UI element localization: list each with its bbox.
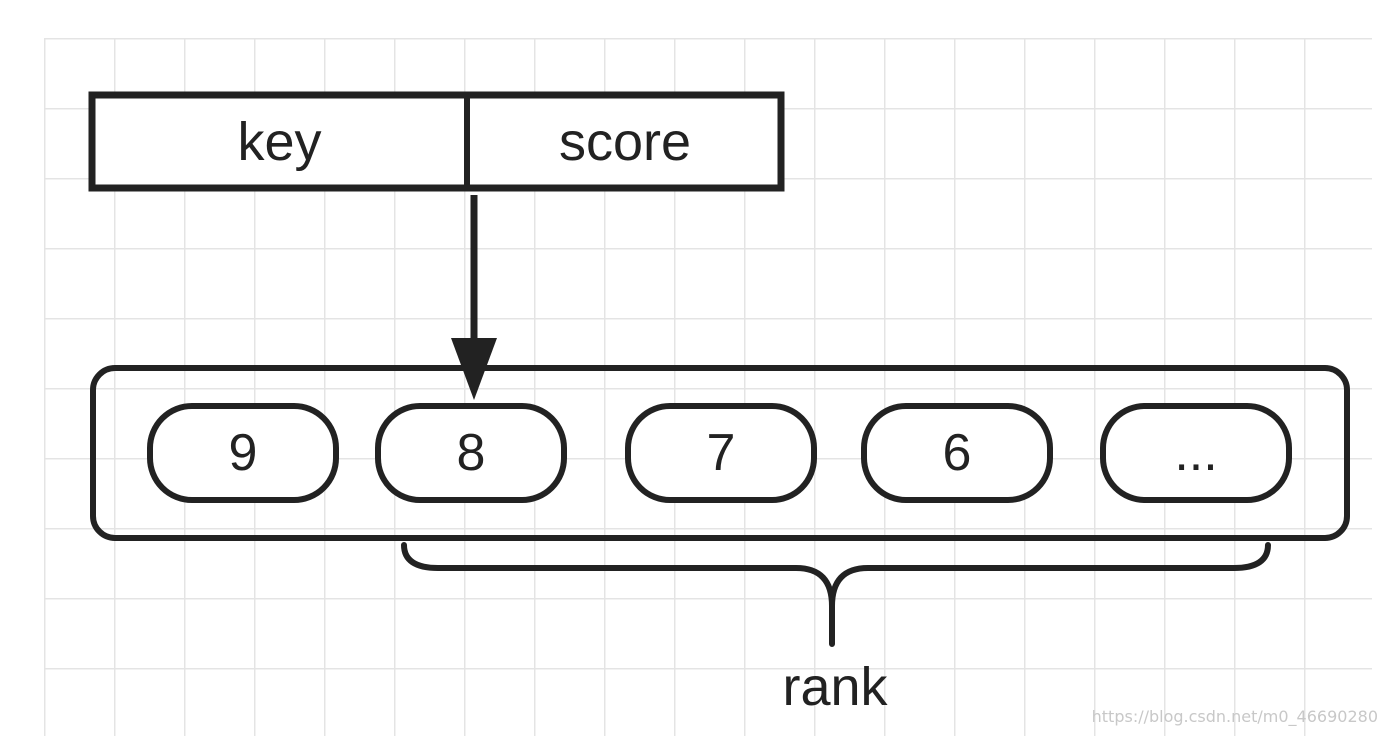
score-label: score [558, 111, 692, 172]
record-box [88, 91, 785, 192]
member-pill-9 [147, 403, 339, 503]
member-pill-7 [625, 403, 817, 503]
rank-label: rank [782, 657, 888, 717]
member-pill-6 [861, 403, 1053, 503]
member-pill-8 [375, 403, 567, 503]
sorted-set-container [90, 365, 1350, 541]
key-label: key [237, 111, 322, 172]
watermark-url: https://blog.csdn.net/m0_46690280 [1091, 707, 1378, 726]
member-label: 6 [942, 424, 972, 482]
member-pills [147, 403, 1292, 503]
member-pill-ellipsis [1100, 403, 1292, 503]
member-label: 8 [456, 424, 486, 482]
record-outline [88, 91, 785, 192]
member-label: ... [1174, 424, 1218, 482]
rank-brace [401, 542, 1271, 647]
member-label: 7 [706, 424, 736, 482]
member-label: 9 [228, 424, 258, 482]
